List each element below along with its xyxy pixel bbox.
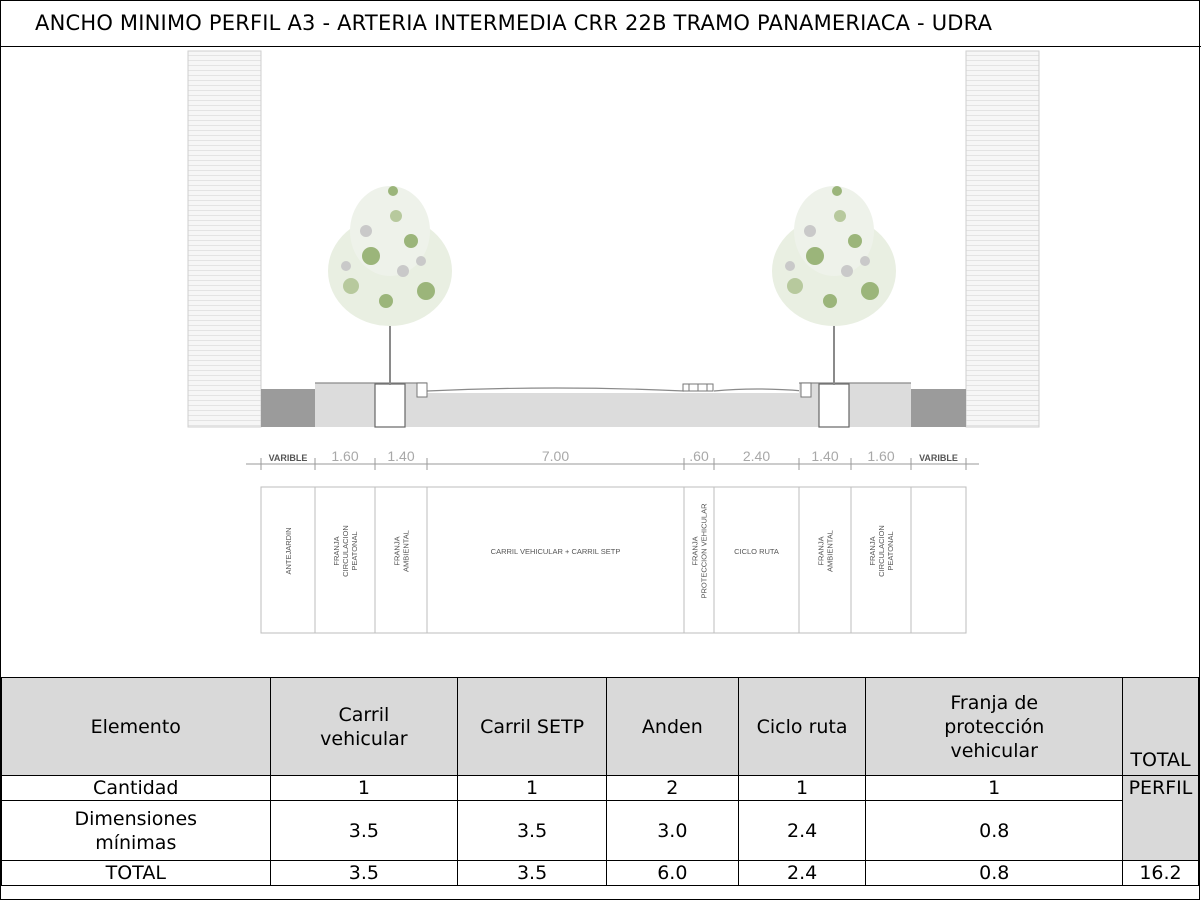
table-cell: 2 [605, 775, 739, 801]
table-cell: 1 [269, 775, 459, 801]
dimension-label: 1.60 [331, 448, 358, 464]
svg-text:FRANJA: FRANJA [332, 536, 341, 565]
table-cell: 2.4 [737, 800, 867, 861]
svg-text:PEATONAL: PEATONAL [350, 531, 359, 570]
svg-text:CICLO RUTA: CICLO RUTA [734, 547, 779, 556]
dimension-labels: VARIBLE 1.60 1.40 7.00 .60 2.40 1.40 1.60 VARIBL… [269, 448, 958, 464]
dimension-label: VARIBLE [269, 453, 308, 463]
table-cell: 3.5 [269, 860, 459, 886]
svg-text:CIRCULACION: CIRCULACION [341, 525, 350, 577]
svg-text:FRANJA: FRANJA [817, 536, 826, 565]
table-cell: 0.8 [865, 860, 1123, 886]
header-elemento: Elemento [1, 677, 271, 776]
building-right [965, 50, 1040, 428]
table-cell: 1 [457, 775, 607, 801]
table-cell: 1 [865, 775, 1123, 801]
tree-left [328, 186, 452, 385]
svg-text:PROTECCION VEHICULAR: PROTECCION VEHICULAR [700, 503, 709, 599]
zone-schedule [260, 486, 967, 634]
row-label-cantidad: Cantidad [1, 775, 271, 801]
row-label-total: TOTAL [1, 860, 271, 886]
svg-text:AMBIENTAL: AMBIENTAL [402, 530, 411, 572]
svg-text:ANTEJARDIN: ANTEJARDIN [284, 527, 293, 574]
dimension-label: .60 [689, 448, 709, 464]
table-row: Cantidad 1 1 2 1 1 PERFIL [1, 775, 1200, 861]
total-perfil-value: 16.2 [1121, 860, 1200, 886]
header-total-perfil-top: TOTAL [1121, 677, 1200, 776]
building-left [187, 50, 262, 428]
header-total-perfil-bottom: PERFIL [1121, 775, 1200, 861]
dimension-label: 1.40 [387, 448, 414, 464]
svg-text:PEATONAL: PEATONAL [886, 531, 895, 570]
table-cell: 0.8 [865, 800, 1123, 861]
svg-text:FRANJA: FRANJA [691, 536, 700, 565]
page-title: ANCHO MINIMO PERFIL A3 - ARTERIA INTERME… [1, 1, 1201, 47]
table-cell: 3.5 [269, 800, 459, 861]
tree-right [772, 186, 896, 385]
zone-label: ANTEJARDIN [284, 527, 293, 574]
dimension-label: 1.60 [867, 448, 894, 464]
table-cell: 3.5 [457, 800, 607, 861]
roadway [427, 393, 803, 427]
table-cell: 6.0 [605, 860, 739, 886]
svg-text:FRANJA: FRANJA [868, 536, 877, 565]
svg-text:CARRIL VEHICULAR + CARRIL SETP: CARRIL VEHICULAR + CARRIL SETP [491, 547, 621, 556]
table-cell: 1 [737, 775, 867, 801]
header-ciclo-ruta: Ciclo ruta [737, 677, 867, 776]
svg-text:CIRCULACION: CIRCULACION [877, 525, 886, 577]
sidewalk-left [315, 383, 427, 427]
dimension-label: 1.40 [811, 448, 838, 464]
table-cell: 3.5 [457, 860, 607, 886]
zone-label: CICLO RUTA [734, 547, 779, 556]
table-cell: 3.0 [605, 800, 739, 861]
header-anden: Anden [605, 677, 739, 776]
table-row: TOTAL 3.5 3.5 6.0 2.4 0.8 16.2 [1, 860, 1200, 886]
dimension-label: 2.40 [743, 448, 770, 464]
zone-dividers [314, 487, 912, 633]
antejardin-block-right [911, 389, 966, 427]
table-cell: 2.4 [737, 860, 867, 886]
header-carril-setp: Carril SETP [457, 677, 607, 776]
svg-text:AMBIENTAL: AMBIENTAL [826, 530, 835, 572]
dimension-ticks [260, 458, 967, 470]
sidewalk-right [799, 383, 911, 427]
street-cross-section: VARIBLE 1.60 1.40 7.00 .60 2.40 1.40 1.60 VARIBL… [1, 47, 1201, 677]
svg-text:FRANJA: FRANJA [393, 536, 402, 565]
dimension-label: VARIBLE [919, 453, 958, 463]
zone-label: CARRIL VEHICULAR + CARRIL SETP [491, 547, 621, 556]
dimension-label: 7.00 [542, 448, 569, 464]
antejardin-block-left [261, 389, 315, 427]
